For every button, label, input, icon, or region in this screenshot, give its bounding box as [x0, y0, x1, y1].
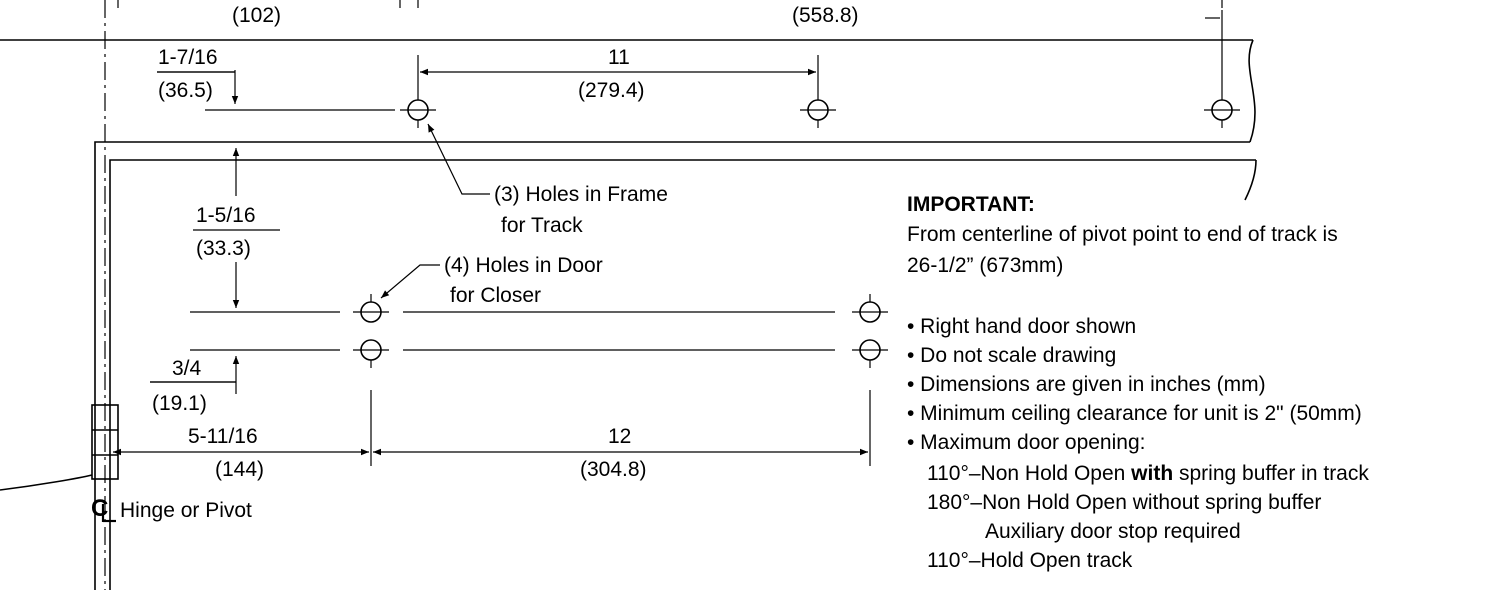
top-left-mm-label: (102) [232, 4, 281, 27]
note-bullet-1: • Right hand door shown [907, 315, 1136, 338]
closer-spacing-mm-label: (304.8) [580, 458, 647, 481]
frame-hole-1 [400, 55, 436, 128]
closer-spacing-in-label: 12 [608, 425, 631, 448]
opening-option-3: 110°–Hold Open track [927, 549, 1133, 572]
frame-track-plate [0, 39, 1256, 590]
door-outline [109, 159, 1257, 590]
door-hole-3 [852, 294, 888, 323]
note-bullet-2: • Do not scale drawing [907, 344, 1116, 367]
opening-option-2-note: Auxiliary door stop required [985, 520, 1241, 543]
top-right-mm-label: (558.8) [792, 4, 859, 27]
door-hole-2 [353, 339, 389, 368]
door-holes-leader [380, 264, 440, 299]
frame-holes-callout-line1: (3) Holes in Frame [494, 183, 668, 206]
door-hole-1 [353, 294, 389, 323]
pivot-to-closer-mm-label: (144) [215, 458, 264, 481]
important-line-2: 26-1/2” (673mm) [907, 254, 1063, 277]
frame-hole-3 [1204, 10, 1240, 128]
frame-to-closer-in-label: 1-5/16 [196, 204, 256, 227]
closer-gap-mm-label: (19.1) [152, 392, 207, 415]
door-holes-callout-line2: for Closer [450, 284, 541, 307]
centerline-label: Hinge or Pivot [120, 499, 252, 522]
important-title: IMPORTANT: [907, 193, 1035, 216]
pivot-to-closer-in-label: 5-11/16 [188, 425, 258, 448]
note-bullet-3: • Dimensions are given in inches (mm) [907, 373, 1266, 396]
opening-option-2: 180°–Non Hold Open without spring buffer [927, 491, 1321, 514]
note-bullet-5: • Maximum door opening: [907, 431, 1145, 454]
note-bullet-4: • Minimum ceiling clearance for unit is … [907, 402, 1362, 425]
closer-gap-in-label: 3/4 [172, 357, 202, 380]
frame-holes-leader [427, 123, 490, 195]
track-spacing-mm-label: (279.4) [578, 79, 645, 102]
frame-hole-2 [800, 55, 836, 128]
frame-holes-callout-line2: for Track [501, 214, 583, 237]
door-holes-callout-line1: (4) Holes in Door [444, 254, 603, 277]
frame-to-closer-mm-label: (33.3) [196, 237, 251, 260]
top-dimension-lines [117, 0, 1223, 8]
svg-text:C: C [91, 495, 108, 522]
centerline-symbol: C [91, 495, 116, 523]
track-spacing-in-label: 11 [608, 46, 630, 69]
track-offset-mm-label: (36.5) [158, 79, 213, 102]
door-hole-4 [852, 339, 888, 368]
hinge-graphic [0, 404, 119, 491]
important-line-1: From centerline of pivot point to end of… [907, 223, 1338, 246]
opening-option-1: 110°–Non Hold Open with spring buffer in… [927, 462, 1369, 485]
track-offset-in-label: 1-7/16 [158, 46, 218, 69]
